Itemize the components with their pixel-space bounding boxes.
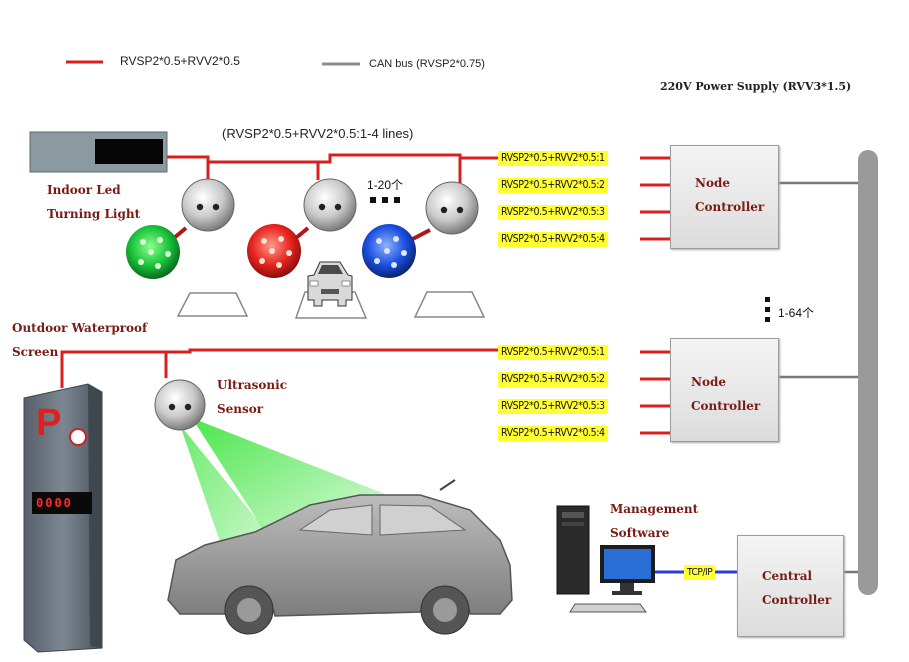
node-controller-1-line1: Node [695,176,730,190]
outdoor-cable [60,348,670,435]
management-label-1: Management [610,502,699,516]
indicator-light-icon [247,224,301,278]
indicator-light-icon [362,224,416,278]
indoor-led-label-1: Indoor Led [47,183,121,197]
tcpip-label: TCP/IP [684,565,716,580]
car-icon [307,261,353,307]
sensor-count-label: 1-20个 [367,178,404,192]
indoor-led-label-2: Turning Light [47,207,141,221]
parking-space-icon [176,292,249,317]
car-silhouette [167,479,513,635]
parking-sensor-icon [181,178,235,232]
outdoor-screen-post [23,383,103,653]
central-controller-line2: Controller [762,593,832,607]
computer-icon [556,505,655,613]
line-tag: RVSP2*0.5+RVV2*0.5:3 [498,399,608,414]
outdoor-screen-label-1: Outdoor Waterproof [12,321,148,335]
ultrasonic-label-2: Sensor [217,402,264,416]
management-label-2: Software [610,526,670,540]
parking-sensor-icon [425,181,479,235]
outdoor-screen-label-2: Screen [12,345,59,359]
indoor-bus-label: (RVSP2*0.5+RVV2*0.5:1-4 lines) [222,126,414,141]
line-tag: RVSP2*0.5+RVV2*0.5:3 [498,205,608,220]
indoor-led-screen [95,139,163,164]
line-tag: RVSP2*0.5+RVV2*0.5:1 [498,345,608,360]
legend-gray-label: CAN bus (RVSP2*0.75) [369,58,485,70]
screen-display: 0000 [36,496,73,510]
node-controller-1: Node Controller [670,145,779,249]
central-controller: Central Controller [737,535,844,637]
power-supply-label: 220V Power Supply (RVV3*1.5) [660,80,852,93]
line-tag: RVSP2*0.5+RVV2*0.5:4 [498,426,608,441]
parking-sensor-icon [303,178,357,232]
parking-sign-letter: P [36,402,62,444]
ultrasonic-label-1: Ultrasonic [217,378,288,392]
line-tag: RVSP2*0.5+RVV2*0.5:4 [498,232,608,247]
central-controller-line1: Central [762,569,813,583]
parking-sensor-icon [154,379,206,431]
node-controller-2: Node Controller [670,338,779,442]
node-count-label: 1-64个 [778,306,815,320]
node-controller-1-line2: Controller [695,200,765,214]
ellipsis-dots [370,197,400,203]
vertical-ellipsis [765,297,770,322]
can-bus-trunk [858,150,878,595]
node-controller-2-line2: Controller [691,399,761,413]
indicator-light-icon [126,225,180,279]
line-tag: RVSP2*0.5+RVV2*0.5:2 [498,372,608,387]
node-controller-2-line1: Node [691,375,726,389]
line-tag: RVSP2*0.5+RVV2*0.5:2 [498,178,608,193]
line-tag: RVSP2*0.5+RVV2*0.5:1 [498,151,608,166]
legend-red-label: RVSP2*0.5+RVV2*0.5 [120,54,240,68]
parking-space-icon [413,291,486,318]
indoor-cable [165,153,670,241]
